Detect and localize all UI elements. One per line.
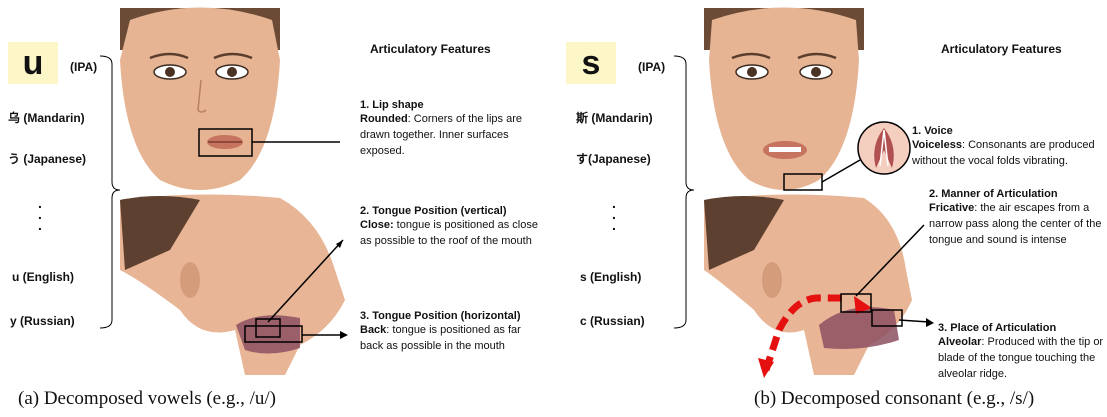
feature-3: 3. Tongue Position (horizontal) Back: to…: [360, 310, 545, 354]
language-mandarin: 斯 (Mandarin): [576, 109, 653, 126]
feature-heading: 1. Lip shape: [360, 99, 545, 111]
phoneme-symbol: s: [566, 42, 616, 84]
feature-2: 2. Manner of Articulation Fricative: the…: [929, 188, 1104, 248]
feature-term: Voiceless: [912, 139, 962, 151]
vocal-folds-icon: [858, 122, 910, 174]
caption: (a) Decomposed vowels (e.g., /u/): [18, 388, 276, 410]
language-english: u (English): [12, 270, 74, 284]
features-title: Articulatory Features: [370, 42, 491, 56]
language-russian: c (Russian): [580, 314, 645, 328]
ipa-label: (IPA): [70, 60, 97, 74]
feature-term: Rounded: [360, 113, 408, 125]
language-english: s (English): [580, 270, 641, 284]
feature-heading: 3. Place of Articulation: [938, 322, 1104, 334]
features-title: Articulatory Features: [941, 42, 1062, 56]
face-front-illustration: [120, 8, 280, 191]
language-japanese: す(Japanese): [576, 150, 651, 167]
feature-1: 1. Lip shape Rounded: Corners of the lip…: [360, 99, 545, 159]
ellipsis-dots: ...: [612, 198, 616, 231]
head-profile-illustration: [704, 194, 912, 375]
feature-3: 3. Place of Articulation Alveolar: Produ…: [938, 322, 1104, 382]
feature-1: 1. Voice Voiceless: Consonants are produ…: [912, 125, 1102, 169]
feature-heading: 2. Tongue Position (vertical): [360, 205, 545, 217]
ipa-label: (IPA): [638, 60, 665, 74]
panel-consonant: s (IPA) 斯 (Mandarin) す(Japanese) ... s (…: [554, 0, 1107, 417]
head-profile-illustration: [120, 194, 345, 375]
feature-term: Alveolar: [938, 336, 981, 348]
ellipsis-dots: ...: [38, 198, 42, 231]
feature-heading: 2. Manner of Articulation: [929, 188, 1104, 200]
face-front-illustration: [704, 8, 864, 191]
feature-term: Back: [360, 324, 386, 336]
feature-term: Close:: [360, 219, 394, 231]
phoneme-symbol: u: [8, 42, 58, 84]
feature-2: 2. Tongue Position (vertical) Close: ton…: [360, 205, 545, 249]
feature-heading: 1. Voice: [912, 125, 1102, 137]
feature-term: Fricative: [929, 202, 974, 214]
feature-heading: 3. Tongue Position (horizontal): [360, 310, 545, 322]
language-japanese: う (Japanese): [8, 150, 86, 167]
language-mandarin: 乌 (Mandarin): [8, 109, 85, 126]
language-russian: у (Russian): [10, 314, 75, 328]
panel-vowel: u (IPA) 乌 (Mandarin) う (Japanese) ... u …: [0, 0, 553, 417]
caption: (b) Decomposed consonant (e.g., /s/): [754, 388, 1034, 410]
